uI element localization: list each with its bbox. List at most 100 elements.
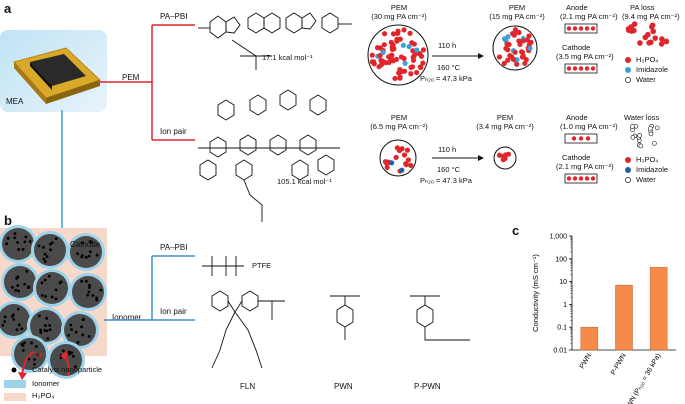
catalyst-nanoparticle bbox=[54, 288, 58, 292]
pa-loss-dot bbox=[650, 28, 657, 35]
pbi-pem-after-label: PEM bbox=[508, 3, 526, 12]
membrane-dot bbox=[402, 60, 408, 66]
catalyst-nanoparticle bbox=[37, 244, 41, 248]
membrane-dot bbox=[393, 56, 400, 62]
ion-cathode-load: (2.1 mg PA cm⁻²) bbox=[556, 162, 614, 171]
catalyst-nanoparticle bbox=[23, 282, 27, 286]
catalyst-nanoparticle bbox=[45, 255, 49, 259]
catalyst-nanoparticle bbox=[12, 313, 15, 317]
membrane-dot bbox=[522, 60, 528, 66]
membrane-dot bbox=[401, 152, 408, 158]
catalyst-nanoparticle bbox=[17, 323, 21, 327]
catalyst-nanoparticle bbox=[59, 280, 63, 284]
membrane-dot bbox=[371, 61, 377, 67]
panel-b-letter: b bbox=[4, 213, 12, 228]
ionomer-label: Ionomer bbox=[112, 313, 142, 322]
catalyst-nanoparticle bbox=[23, 341, 26, 345]
catalyst-nanoparticle bbox=[25, 269, 29, 273]
panel-a-letter: a bbox=[4, 1, 12, 16]
membrane-dot bbox=[403, 161, 409, 168]
membrane-dot bbox=[420, 47, 427, 53]
pbi-cathode-load: (3.5 mg PA cm⁻²) bbox=[556, 52, 614, 61]
cathode-dot bbox=[566, 176, 572, 181]
catalyst-nanoparticle bbox=[15, 328, 19, 332]
pa-loss-dot bbox=[663, 38, 670, 45]
cathode-dot bbox=[584, 176, 590, 181]
pa-loss-dot bbox=[659, 36, 665, 42]
membrane-dot bbox=[501, 60, 507, 67]
anode-dot bbox=[572, 26, 578, 31]
water-loss-dot bbox=[630, 134, 636, 140]
membrane-dot bbox=[408, 162, 414, 168]
legend-h3po4-swatch bbox=[4, 393, 26, 401]
pbi-cathode-label: Cathode bbox=[562, 43, 591, 52]
catalyst-nanoparticle bbox=[30, 341, 33, 345]
catalyst-nanoparticle bbox=[33, 362, 36, 366]
ion-pem-after-load: (3.4 mg PA cm⁻²) bbox=[476, 122, 534, 131]
pbi-pem-after-load: (15 mg PA cm⁻²) bbox=[489, 12, 545, 21]
pbi-pem-before-label: PEM bbox=[390, 3, 408, 12]
ion-anode-label: Anode bbox=[566, 113, 588, 122]
pbi-arrow-pressure: Pₕ₂ₒ = 47.3 kPa bbox=[420, 74, 472, 83]
catalyst-nanoparticle bbox=[81, 318, 85, 322]
catalyst-nanoparticle bbox=[42, 257, 46, 261]
bar-1 bbox=[615, 284, 633, 351]
pa-loss-dot bbox=[646, 40, 652, 46]
membrane-dot bbox=[394, 36, 400, 42]
catalyst-nanoparticle bbox=[80, 325, 83, 329]
catalyst-nanoparticle bbox=[47, 274, 51, 278]
pa-pbi-label: PA–PBI bbox=[160, 12, 188, 21]
cathode-dot bbox=[566, 66, 572, 71]
pbi-pem-before-load: (30 mg PA cm⁻²) bbox=[371, 12, 427, 21]
pem-label: PEM bbox=[122, 73, 140, 82]
catalyst-nanoparticle bbox=[6, 236, 10, 240]
catalyst-nanoparticle bbox=[16, 241, 19, 244]
membrane-dot bbox=[414, 69, 420, 76]
catalyst-nanoparticle bbox=[13, 236, 17, 240]
ion-pem-before-load: (6.5 mg PA cm⁻²) bbox=[370, 122, 428, 131]
membrane-dot bbox=[496, 54, 503, 60]
catalyst-nanoparticle bbox=[43, 260, 47, 263]
membrane-dot bbox=[520, 38, 527, 44]
membrane-dot bbox=[411, 53, 417, 59]
catalyst-nanoparticle bbox=[43, 329, 47, 332]
catalyst-nanoparticle bbox=[24, 235, 28, 239]
catalyst-nanoparticle bbox=[48, 242, 52, 246]
ion-anode-load: (1.0 mg PA cm⁻²) bbox=[560, 122, 618, 131]
catalyst-nanoparticle bbox=[46, 337, 50, 340]
catalyst-nanoparticle bbox=[16, 307, 20, 311]
catalyst-nanoparticle bbox=[40, 281, 44, 285]
legend-h3po4: H₃PO₄ bbox=[32, 391, 55, 400]
legend-ionomer: Ionomer bbox=[32, 379, 60, 388]
catalyst-nanoparticle bbox=[43, 278, 47, 282]
pbi-loss-load: (9.4 mg PA cm⁻²) bbox=[622, 12, 680, 21]
catalyst-nanoparticle bbox=[80, 255, 84, 259]
catalyst-nanoparticle bbox=[16, 284, 20, 287]
y-tick-label: 1 bbox=[563, 302, 567, 309]
membrane-dot bbox=[505, 34, 511, 40]
membrane-dot bbox=[401, 55, 407, 62]
panel-c-letter: c bbox=[512, 223, 520, 238]
membrane-dot bbox=[400, 42, 406, 48]
ion-pem-after-label: PEM bbox=[496, 113, 514, 122]
catalyst-nanoparticle bbox=[43, 324, 47, 327]
catalyst-nanoparticle bbox=[23, 240, 27, 244]
membrane-dot bbox=[396, 147, 403, 154]
membrane-dot bbox=[505, 57, 511, 63]
catalyst-nanoparticle bbox=[34, 345, 38, 348]
membrane-dot bbox=[404, 147, 411, 153]
catalyst-nanoparticle bbox=[69, 323, 73, 327]
catalyst-nanoparticle bbox=[45, 329, 49, 333]
membrane-dot bbox=[409, 64, 416, 70]
catalyst-nanoparticle bbox=[11, 285, 14, 289]
cathode-dot bbox=[590, 66, 596, 71]
membrane-dot bbox=[399, 167, 405, 173]
catalyst-nanoparticle bbox=[87, 254, 91, 258]
catalyst-nanoparticle bbox=[43, 252, 47, 256]
cathode-dot bbox=[578, 66, 584, 71]
cathode-label: Cathode bbox=[70, 240, 101, 249]
